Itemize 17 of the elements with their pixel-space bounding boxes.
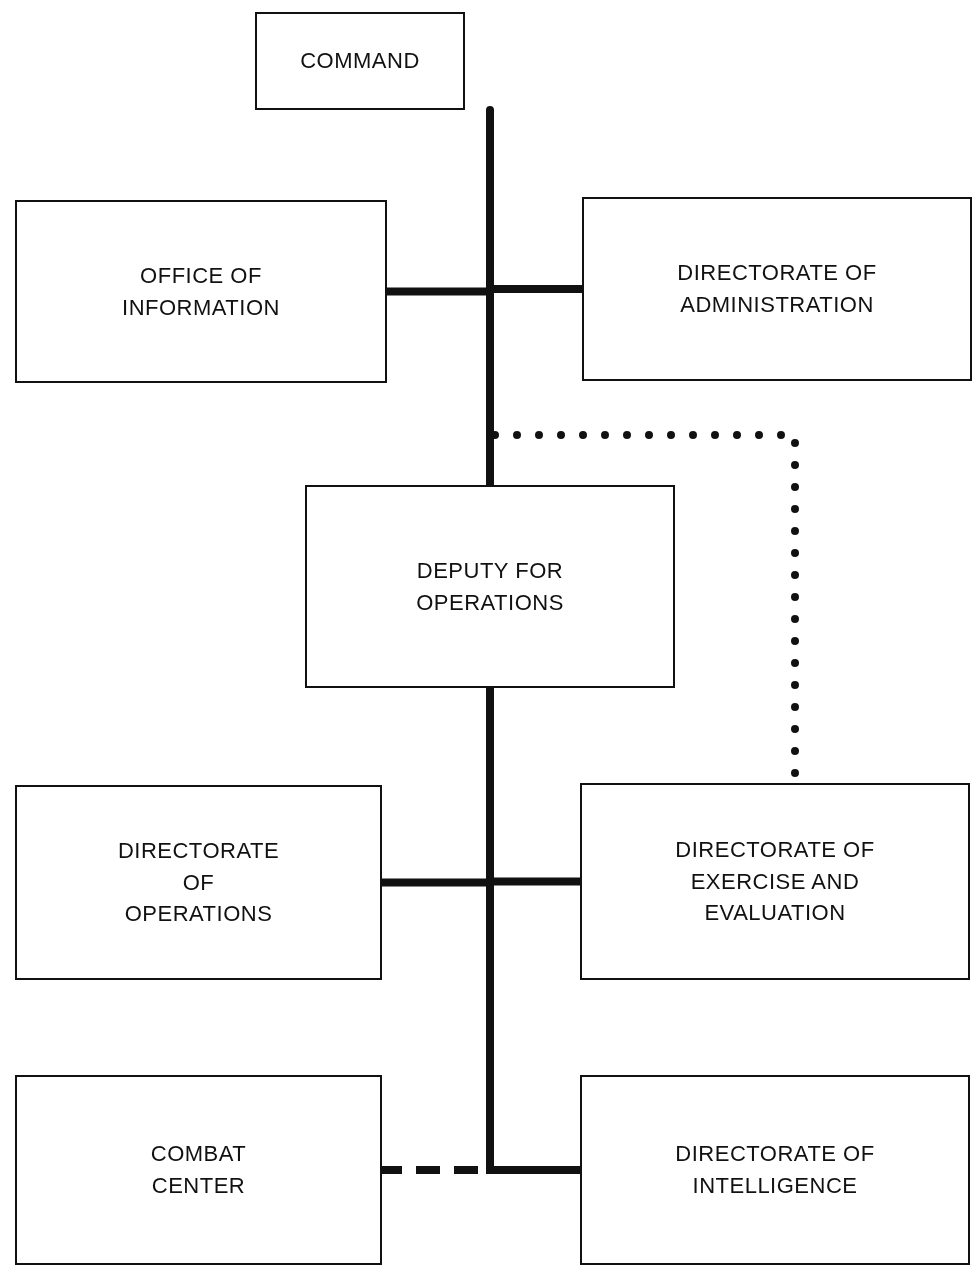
org-box (582, 197, 972, 381)
org-box (305, 485, 675, 688)
connector-line (486, 688, 580, 1174)
unit-name: DIRECTORATE OF ADMINISTRATION (676, 259, 878, 319)
org-box (580, 783, 970, 980)
org-box (580, 1075, 970, 1265)
unit-name: COMBAT CENTER (149, 1140, 248, 1200)
unit-name: DIRECTORATE OF EXERCISE AND EVALUATION (674, 835, 876, 928)
org-box (15, 1075, 382, 1265)
unit-name: DEPUTY FOR OPERATIONS (415, 556, 565, 617)
unit-name: DIRECTORATE OF INTELLIGENCE (675, 1140, 875, 1200)
org-box (15, 785, 382, 980)
org-box (255, 12, 465, 110)
unit-name: DIRECTORATE OF OPERATIONS (116, 836, 281, 929)
unit-name: COMMAND (300, 47, 420, 76)
unit-name: OFFICE OF INFORMATION (121, 261, 281, 322)
org-box (15, 200, 387, 383)
